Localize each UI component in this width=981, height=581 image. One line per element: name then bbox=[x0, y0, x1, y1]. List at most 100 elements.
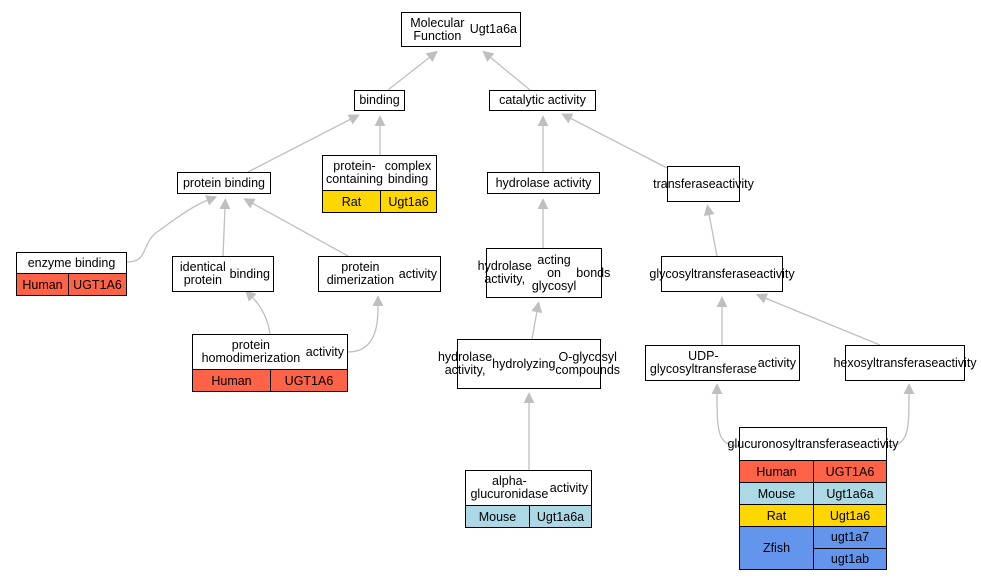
go-term-label: protein binding bbox=[178, 173, 270, 193]
annotation-row: Mouse Ugt1a6a bbox=[740, 482, 886, 504]
edge-enzyme-binding-to-protein-binding bbox=[126, 195, 218, 263]
gene-cell[interactable]: Ugt1a6 bbox=[829, 508, 871, 523]
gene-cell[interactable]: Ugt1a6a bbox=[826, 486, 874, 501]
go-term-label: protein homodimerization activity bbox=[193, 335, 347, 369]
gene-cell[interactable]: Ugt1a6 bbox=[388, 194, 429, 209]
go-term-protein-binding[interactable]: protein binding bbox=[177, 172, 271, 194]
term-label-line: hydrolyzing bbox=[492, 356, 556, 371]
gene-cell[interactable]: UGT1A6 bbox=[284, 373, 334, 388]
term-label-line: hydrolase activity, bbox=[477, 259, 532, 286]
edge-homodimer-to-dimerization bbox=[347, 295, 384, 353]
annotation-row: Rat Ugt1a6 bbox=[323, 190, 436, 212]
term-label-line: complex binding bbox=[384, 159, 432, 186]
species-cell: Rat bbox=[740, 505, 814, 526]
term-label-line: O-glycosyl compounds bbox=[555, 350, 621, 377]
edge-glucuronosyl-to-udp bbox=[711, 383, 740, 447]
annotation-row: Human UGT1A6 bbox=[740, 460, 886, 482]
go-term-hydrolase[interactable]: hydrolase activity bbox=[487, 172, 600, 194]
gene-cell[interactable]: ugt1ab bbox=[814, 547, 886, 570]
species-cell: Mouse bbox=[740, 483, 814, 504]
term-label-line: hexosyltransferase bbox=[833, 355, 939, 370]
species-cell: Mouse bbox=[466, 506, 530, 527]
go-term-catalytic[interactable]: catalytic activity bbox=[489, 90, 596, 111]
term-label-line: binding bbox=[359, 93, 400, 107]
term-label-line: activity bbox=[860, 436, 899, 451]
gene-cell[interactable]: Ugt1a6a bbox=[536, 509, 585, 524]
species-cell: Human bbox=[193, 370, 271, 391]
edge-glucuronosyl-to-hexosyl bbox=[886, 383, 915, 447]
species-cell: Human bbox=[740, 461, 814, 482]
species-cell: Rat bbox=[323, 191, 381, 212]
go-term-label: hydrolase activity bbox=[488, 173, 599, 193]
term-label-line: activity bbox=[938, 355, 977, 370]
term-label-line: protein binding bbox=[182, 175, 265, 190]
term-label-line: activity bbox=[549, 480, 588, 495]
edge-hexosyl-to-glycosyl bbox=[755, 293, 881, 346]
edge-hydro-oglyco-to-hydro-glyco bbox=[531, 301, 543, 340]
term-label-line: hydrolase activity, bbox=[437, 350, 493, 377]
edge-homodimer-to-identical bbox=[245, 289, 271, 335]
annotation-row: Mouse Ugt1a6a bbox=[466, 505, 591, 527]
term-label-line: protein homodimerization bbox=[201, 338, 301, 365]
go-term-label: catalytic activity bbox=[490, 91, 595, 110]
term-label-line: activity bbox=[715, 176, 754, 191]
term-label-line: UDP-glycosyltransferase bbox=[649, 349, 757, 376]
term-label-line: Ugt1a6a bbox=[469, 22, 517, 36]
annotation-row: Human UGT1A6 bbox=[193, 369, 347, 391]
term-label-line: activity bbox=[757, 355, 796, 370]
edge-transferase-to-catalytic bbox=[561, 113, 668, 169]
term-label-line: glycosyltransferase bbox=[649, 266, 757, 281]
term-label-line: identical protein bbox=[179, 260, 226, 287]
term-label-line: activity bbox=[305, 344, 344, 359]
species-cell: Zfish bbox=[740, 527, 814, 569]
term-label-line: binding bbox=[229, 266, 270, 281]
gene-cell[interactable]: UGT1A6 bbox=[73, 277, 122, 292]
term-label-line: catalytic activity bbox=[499, 93, 586, 107]
gene-cell[interactable]: ugt1a7 bbox=[830, 530, 870, 545]
edge-identical-to-protein-binding bbox=[219, 198, 231, 257]
term-label-line: transferase bbox=[653, 176, 716, 191]
term-label-line: hydrolase activity bbox=[495, 175, 592, 190]
term-label-line: protein dimerization bbox=[326, 260, 395, 287]
annotation-row: Zfish ugt1a7 ugt1ab bbox=[740, 526, 886, 569]
term-label-line: alpha-glucuronidase bbox=[470, 474, 549, 501]
go-term-label: enzyme binding bbox=[17, 253, 126, 273]
term-label-line: Molecular Function bbox=[410, 15, 465, 43]
species-cell: Human bbox=[17, 274, 69, 295]
term-label-line: glucuronosyltransferase bbox=[727, 436, 861, 451]
gene-cell[interactable]: UGT1A6 bbox=[825, 464, 875, 479]
term-label-line: acting on glycosyl bbox=[531, 252, 577, 293]
edge-glycosyl-to-transferase bbox=[703, 204, 718, 257]
term-label-line: enzyme binding bbox=[27, 255, 116, 270]
go-term-binding[interactable]: binding bbox=[354, 90, 405, 111]
term-label-line: bonds bbox=[576, 265, 611, 280]
go-term-label: binding bbox=[355, 91, 404, 110]
edge-catalytic-to-mf bbox=[482, 50, 531, 91]
term-label-line: activity bbox=[756, 266, 795, 281]
go-term-mf[interactable]: Molecular Function Ugt1a6a bbox=[401, 12, 521, 47]
